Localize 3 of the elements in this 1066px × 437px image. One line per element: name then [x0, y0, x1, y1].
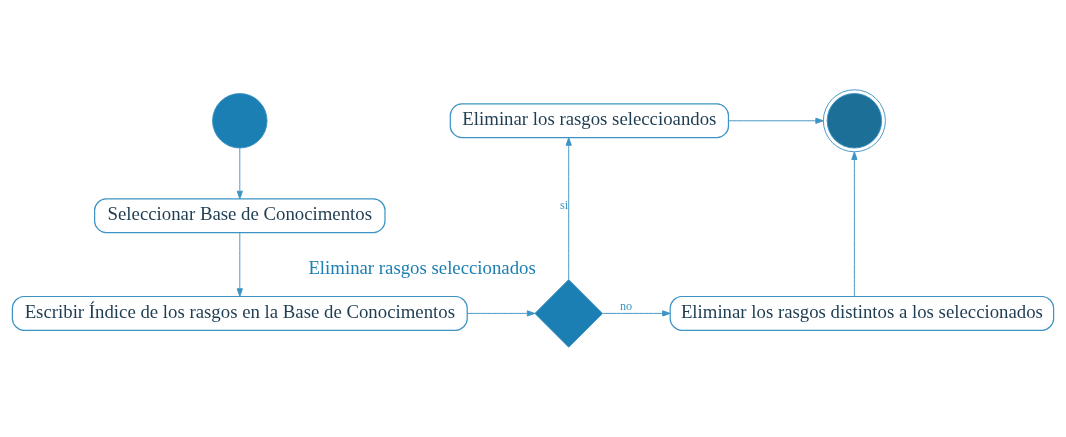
edge-label: si	[559, 197, 569, 212]
edge-label: no	[619, 299, 633, 314]
node-label: Eliminar rasgos seleccionados	[308, 256, 536, 278]
